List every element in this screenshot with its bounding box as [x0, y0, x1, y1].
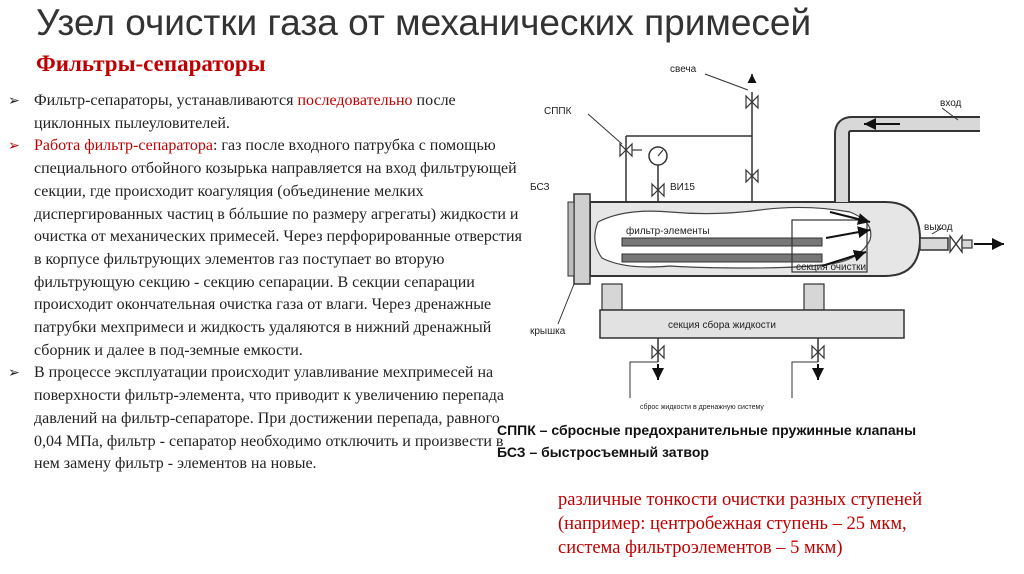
flow-arrow: [825, 226, 871, 239]
note-line: (например: центробежная ступень – 25 мкм…: [558, 514, 907, 534]
label-cover: крышка: [530, 326, 566, 337]
leader-line: [557, 283, 575, 325]
bullet-text-part: : газ после входного патрубка с помощью …: [34, 137, 522, 359]
label-inlet: вход: [940, 98, 962, 109]
label-quick-closure: БСЗ: [530, 182, 550, 193]
safety-valve: [619, 142, 642, 158]
quick-closure-flange: [567, 193, 591, 285]
bullet-text-highlight: Работа фильтр-сепаратора: [34, 137, 213, 155]
flow-arrow: [821, 249, 867, 267]
separation-section: [791, 219, 868, 273]
pressure-gauge: [648, 146, 668, 202]
drain-bracket: [629, 361, 818, 398]
note-line: система фильтроэлементов – 5 мкм): [558, 538, 843, 558]
leader-line: [704, 73, 749, 91]
label-vent: свеча: [670, 64, 697, 75]
drain-valve-left: [651, 338, 665, 380]
label-vi15: ВИ15: [670, 182, 695, 193]
label-liquid-section: секция сбора жидкости: [668, 319, 776, 331]
bullet-arrow-icon: ➢: [8, 138, 20, 155]
label-drain: сброс жидкости в дренажную систему: [640, 403, 764, 411]
bullet-item: ➢ Работа фильтр-сепаратора: газ после вх…: [8, 135, 528, 362]
note-line: различные тонкости очистки разных ступен…: [558, 490, 923, 510]
bullet-arrow-icon: ➢: [8, 93, 20, 109]
label-outlet: выход: [924, 222, 953, 233]
slide-title: Узел очистки газа от механических примес…: [36, 2, 812, 43]
bullet-item: ➢ В процессе эксплуатации происходит ула…: [8, 362, 528, 476]
drain-valve-right: [811, 338, 825, 380]
liquid-collection-section: [599, 283, 905, 339]
bullet-text-part: после циклонных пылеуловителей.: [34, 92, 456, 132]
flow-arrow: [829, 211, 871, 225]
label-safety-valve: СППК: [544, 106, 572, 117]
bullet-text-part: В процессе эксплуатации происходит улавл…: [34, 364, 505, 473]
bullet-text-part: Фильтр-сепараторы, устанавливаются: [34, 92, 298, 109]
legend-line: БСЗ – быстросъемный затвор: [497, 444, 709, 460]
legend: СППК – сбросные предохранительные пружин…: [497, 419, 916, 463]
bullet-text-highlight: последовательно: [297, 92, 413, 109]
label-cleaning-section: секция очистки: [796, 262, 866, 273]
bullet-item: ➢ Фильтр-сепараторы, устанавливаются пос…: [8, 90, 528, 135]
outlet-pipe: [919, 234, 1004, 254]
legend-line: СППК – сбросные предохранительные пружин…: [497, 422, 917, 438]
inlet-pipe: [834, 116, 980, 202]
filter-separator-diagram: свеча СППК вход ВИ15 БСЗ фильтр-элементы…: [530, 64, 1004, 411]
bullet-list: ➢ Фильтр-сепараторы, устанавливаются пос…: [8, 90, 528, 476]
bullet-arrow-icon: ➢: [8, 365, 20, 382]
note: различные тонкости очистки разных ступен…: [558, 488, 922, 560]
slide-subtitle: Фильтры-сепараторы: [36, 51, 266, 76]
label-filter-elements: фильтр-элементы: [626, 225, 710, 237]
vent-line: [625, 74, 759, 202]
filter-element-bottom: [621, 253, 823, 263]
leader-line: [587, 113, 623, 145]
filter-element-top: [621, 237, 823, 247]
